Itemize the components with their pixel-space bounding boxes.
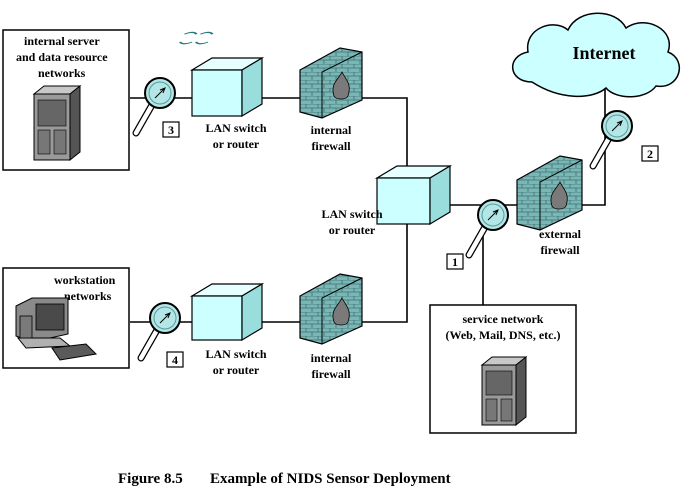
external-firewall-label-1: external [539,227,582,241]
internet-label: Internet [573,43,636,63]
internal-server-label-2: and data resource [16,50,108,64]
sensor-1-number: 1 [452,255,458,269]
sensor-2-number: 2 [647,147,653,161]
lan-switch-top: LAN switch or router [175,31,267,151]
switch-top-label-1: LAN switch [205,121,266,135]
internet-cloud: Internet [511,12,680,98]
magnifier-icon [593,111,632,166]
sensor-4-number: 4 [172,353,178,367]
switch-center-label-2: or router [329,223,376,237]
sensor-3-number: 3 [168,123,174,137]
workstation-network: workstation networks [2,267,130,369]
cloud-icon [511,12,680,98]
firewall-top-label-2: firewall [311,139,351,153]
firewall-icon [516,155,583,231]
figure-caption: Figure 8.5 Example of NIDS Sensor Deploy… [118,471,451,487]
internal-firewall-bottom: internal firewall [299,273,363,381]
internal-server-network: internal server and data resource networ… [2,29,130,171]
firewall-top-label-1: internal [311,123,352,137]
switch-top-label-2: or router [213,137,260,151]
workstation-label-1: workstation [54,273,116,287]
workstation-label-2: networks [64,289,112,303]
lan-switch-bottom: LAN switch or router [189,282,267,377]
link-center-firewall-bottom [362,222,408,323]
switch-icon [374,164,453,226]
external-firewall: external firewall [516,155,583,257]
internal-server-label-3: networks [38,66,86,80]
magnifier-icon [141,303,180,358]
magnifier-icon [469,200,508,255]
external-firewall-label-2: firewall [540,243,580,257]
switch-icon [189,282,265,342]
switch-bottom-label-2: or router [213,363,260,377]
sensor-2: 2 [593,111,659,166]
sensor-1: 1 [446,200,508,270]
switch-icon [175,31,265,118]
lan-switch-center: LAN switch or router [321,164,453,237]
server-icon [480,355,528,427]
workstation-icon [15,297,98,361]
firewall-bottom-label-2: firewall [311,367,351,381]
internal-firewall-top: internal firewall [299,47,363,153]
service-network: service network (Web, Mail, DNS, etc.) [429,304,577,434]
firewall-icon [299,273,363,345]
switch-bottom-label-1: LAN switch [205,347,266,361]
caption-figure-number: Figure 8.5 [118,471,183,487]
firewall-icon [299,47,363,119]
link-firewall-top-center [362,97,408,178]
server-icon [32,84,82,162]
internal-server-label-1: internal server [24,34,100,48]
sensor-4: 4 [141,303,184,368]
firewall-bottom-label-1: internal [311,351,352,365]
service-network-label-1: service network [463,312,544,326]
switch-center-label-1: LAN switch [321,207,382,221]
sensor-3: 3 [136,78,180,138]
caption-text: Example of NIDS Sensor Deployment [210,471,451,487]
service-network-label-2: (Web, Mail, DNS, etc.) [446,328,561,342]
